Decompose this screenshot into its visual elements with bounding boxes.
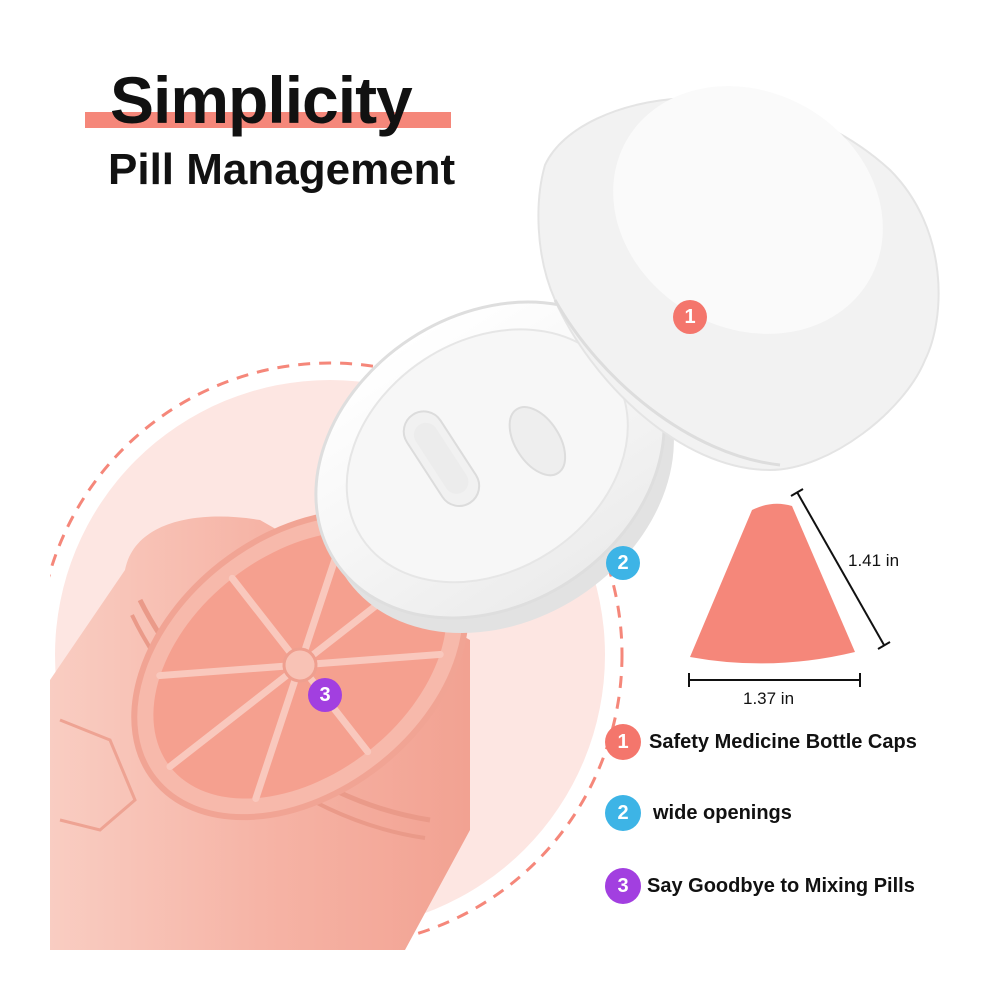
legend-text-3: Say Goodbye to Mixing Pills <box>647 874 915 897</box>
pill-organizer-bottle <box>50 509 470 950</box>
page-title: Simplicity <box>110 63 413 137</box>
legend-text-2: wide openings <box>653 801 792 824</box>
legend-item-1: 1 Safety Medicine Bottle Caps <box>605 724 917 760</box>
title-underline-bar <box>85 112 451 128</box>
legend-badge-3: 3 <box>605 868 641 904</box>
dimension-base-label: 1.37 in <box>743 689 795 708</box>
callout-badge-1: 1 <box>673 300 707 334</box>
dimension-side-label: 1.41 in <box>848 551 900 570</box>
safety-cap-with-openings <box>314 300 674 634</box>
callout-badge-2: 2 <box>606 546 640 580</box>
title-block: Simplicity <box>85 62 451 138</box>
page-subtitle: Pill Management <box>108 145 456 194</box>
legend-text-1: Safety Medicine Bottle Caps <box>649 730 917 753</box>
legend-badge-1: 1 <box>605 724 641 760</box>
compartment-dimension-diagram <box>688 488 891 687</box>
legend-badge-2: 2 <box>605 795 641 831</box>
callout-badge-3: 3 <box>308 678 342 712</box>
legend-item-3: 3 Say Goodbye to Mixing Pills <box>605 868 915 904</box>
solid-bottle-cap <box>537 86 940 472</box>
legend-item-2: 2 wide openings <box>605 795 792 831</box>
